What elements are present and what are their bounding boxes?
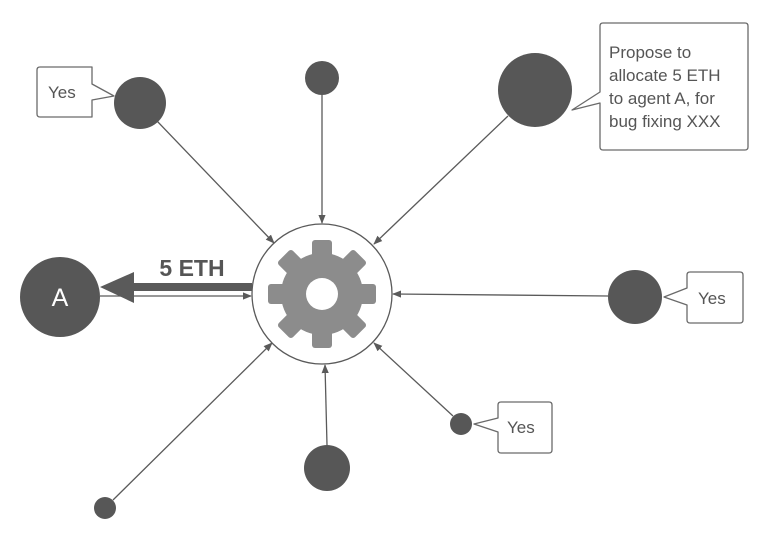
svg-text:Propose to: Propose to	[609, 43, 691, 62]
edge-top-left	[156, 120, 275, 244]
transfer-label: 5 ETH	[159, 255, 224, 281]
voter-node-top[interactable]	[305, 61, 339, 95]
svg-text:Yes: Yes	[507, 418, 535, 437]
transfer-arrow	[100, 272, 252, 303]
edge-bottom-left	[112, 342, 273, 501]
agent-label: A	[52, 284, 69, 312]
hub[interactable]	[251, 223, 393, 365]
speech-bubble-top-left: Yes	[36, 66, 115, 118]
voter-node-top-left[interactable]	[114, 77, 166, 129]
edge-right	[392, 290, 609, 298]
gear-icon	[268, 240, 376, 348]
speech-bubble-proposal: Propose to allocate 5 ETH to agent A, fo…	[571, 22, 749, 151]
speech-bubble-right: Yes	[663, 271, 744, 324]
voter-node-right[interactable]	[608, 270, 662, 324]
edge-bottom-right	[373, 342, 454, 417]
svg-text:to agent A, for: to agent A, for	[609, 89, 715, 108]
edge-bottom	[321, 364, 329, 446]
speech-bubble-bottom-right: Yes	[473, 401, 553, 454]
voter-node-bottom-right[interactable]	[450, 413, 472, 435]
svg-text:Yes: Yes	[48, 83, 76, 102]
voter-node-bottom[interactable]	[304, 445, 350, 491]
voter-node-bottom-left[interactable]	[94, 497, 116, 519]
agent-a-node[interactable]: A	[20, 257, 100, 337]
edge-top-right	[373, 115, 509, 245]
svg-text:allocate 5 ETH: allocate 5 ETH	[609, 66, 721, 85]
proposer-node[interactable]	[498, 53, 572, 127]
svg-text:bug fixing XXX: bug fixing XXX	[609, 112, 721, 131]
svg-text:Yes: Yes	[698, 289, 726, 308]
